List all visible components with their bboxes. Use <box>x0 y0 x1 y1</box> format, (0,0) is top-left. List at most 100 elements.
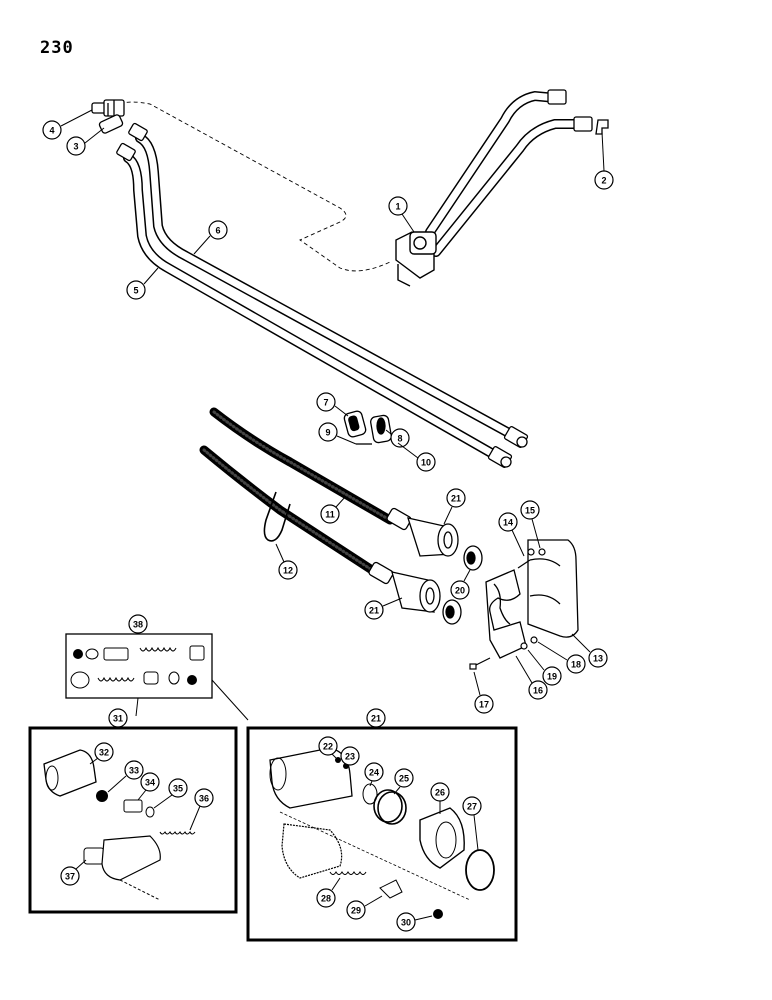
callout-33: 33 <box>107 760 144 793</box>
svg-text:24: 24 <box>369 768 379 778</box>
svg-text:29: 29 <box>351 906 361 916</box>
callout-18: 18 <box>537 641 586 674</box>
svg-text:14: 14 <box>503 518 513 528</box>
callout-2: 2 <box>594 131 614 190</box>
detail-box-31 <box>28 726 238 914</box>
valve-1 <box>395 231 437 287</box>
callout-1: 1 <box>388 196 415 233</box>
callout-10: 10 <box>397 442 436 472</box>
upper-tube-nuts <box>547 89 609 135</box>
svg-text:21: 21 <box>369 606 379 616</box>
callout-21-box: 21 <box>366 708 386 728</box>
svg-text:22: 22 <box>323 742 333 752</box>
callout-22: 22 <box>318 736 338 759</box>
svg-text:11: 11 <box>325 510 335 520</box>
callout-29: 29 <box>346 895 383 920</box>
svg-text:13: 13 <box>593 654 603 664</box>
svg-text:21: 21 <box>451 494 461 504</box>
callout-21-lower: 21 <box>364 597 403 620</box>
svg-text:15: 15 <box>525 506 535 516</box>
svg-text:21: 21 <box>371 714 381 724</box>
callout-16: 16 <box>515 655 548 700</box>
svg-text:6: 6 <box>215 226 220 236</box>
svg-text:18: 18 <box>571 660 581 670</box>
bolts-and-nuts <box>469 548 546 670</box>
svg-text:4: 4 <box>49 126 54 136</box>
callout-37: 37 <box>60 859 87 886</box>
svg-text:38: 38 <box>133 620 143 630</box>
svg-text:17: 17 <box>479 700 489 710</box>
callout-25: 25 <box>393 768 414 795</box>
svg-text:34: 34 <box>145 778 155 788</box>
svg-text:16: 16 <box>533 686 543 696</box>
callout-8: 8 <box>385 428 410 448</box>
svg-text:7: 7 <box>323 398 328 408</box>
svg-text:37: 37 <box>65 872 75 882</box>
callout-34: 34 <box>137 772 160 801</box>
callout-3: 3 <box>66 127 105 156</box>
callout-5: 5 <box>126 267 159 300</box>
tube-end-nuts <box>116 122 529 468</box>
svg-text:25: 25 <box>399 774 409 784</box>
callout-32: 32 <box>89 742 114 765</box>
svg-text:28: 28 <box>321 894 331 904</box>
coupler-21-lower <box>368 561 441 613</box>
svg-text:20: 20 <box>455 586 465 596</box>
svg-text:23: 23 <box>345 752 355 762</box>
fitting-3-4 <box>91 99 125 134</box>
hose-11 <box>209 407 395 525</box>
callout-11: 11 <box>320 495 347 524</box>
callout-27: 27 <box>462 796 482 851</box>
svg-text:19: 19 <box>547 672 557 682</box>
callout-24: 24 <box>364 762 384 787</box>
svg-text:35: 35 <box>173 784 183 794</box>
svg-text:27: 27 <box>467 802 477 812</box>
callout-19: 19 <box>527 649 562 686</box>
callout-7: 7 <box>316 392 349 417</box>
svg-text:31: 31 <box>113 714 123 724</box>
svg-text:2: 2 <box>601 176 606 186</box>
dust-cap-20 <box>442 545 483 625</box>
svg-text:26: 26 <box>435 788 445 798</box>
callout-4: 4 <box>42 109 93 140</box>
coupler-21-upper <box>386 507 459 557</box>
kit-38-leader-right <box>211 679 249 721</box>
callout-26: 26 <box>430 782 450 814</box>
svg-text:3: 3 <box>73 142 78 152</box>
callout-6: 6 <box>193 220 228 255</box>
callout-30: 30 <box>396 912 433 932</box>
callout-35: 35 <box>153 778 188 809</box>
upper-tube-pair <box>425 90 585 257</box>
svg-text:8: 8 <box>397 434 402 444</box>
detail-box-21 <box>246 726 518 942</box>
svg-text:32: 32 <box>99 748 109 758</box>
seal-kit-38-box <box>65 633 213 699</box>
callout-17: 17 <box>473 671 494 714</box>
callout-38: 38 <box>128 614 148 634</box>
callout-13: 13 <box>571 633 608 668</box>
svg-text:5: 5 <box>133 286 138 296</box>
svg-text:12: 12 <box>283 566 293 576</box>
svg-text:36: 36 <box>199 794 209 804</box>
clamp-halves-16 <box>485 569 527 659</box>
callout-12: 12 <box>275 543 298 580</box>
callout-9: 9 <box>318 422 357 445</box>
bracket-13 <box>527 539 579 638</box>
hose-bracket-12 <box>263 491 291 542</box>
callout-20: 20 <box>450 569 471 600</box>
svg-text:9: 9 <box>325 428 330 438</box>
svg-text:33: 33 <box>129 766 139 776</box>
svg-text:1: 1 <box>395 202 400 212</box>
svg-text:10: 10 <box>421 458 431 468</box>
svg-text:30: 30 <box>401 918 411 928</box>
callout-31: 31 <box>108 708 128 728</box>
clamp-set-7-10 <box>343 410 400 445</box>
callout-36: 36 <box>189 788 214 831</box>
callout-21-upper: 21 <box>443 488 466 525</box>
hose-12 <box>199 445 377 575</box>
callout-23: 23 <box>340 746 360 766</box>
dashed-routing-line <box>119 101 391 272</box>
callout-28: 28 <box>316 877 341 908</box>
